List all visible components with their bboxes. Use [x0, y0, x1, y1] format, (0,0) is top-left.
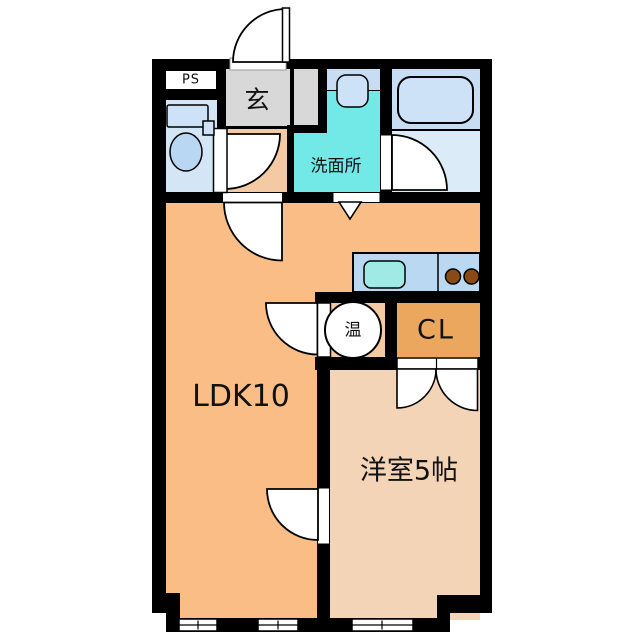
label-pipe-space: PS: [181, 72, 201, 88]
label-closet: CL: [417, 314, 455, 346]
entrance-door-leaf: [281, 7, 291, 63]
room-hall: [217, 129, 290, 192]
entrance-step-edge: [226, 126, 290, 129]
wall: [315, 357, 397, 370]
wall: [286, 59, 492, 69]
bath-floor-line: [392, 129, 480, 131]
room-entrance: [226, 69, 290, 126]
wall: [283, 192, 333, 203]
room-western: [330, 357, 480, 620]
wall: [315, 292, 492, 303]
label-entrance: 玄: [244, 85, 270, 115]
label-washroom: 洗面所: [310, 156, 362, 177]
room-bath-lower: [392, 130, 480, 192]
wall: [380, 69, 392, 203]
wall: [287, 125, 294, 192]
wall: [287, 125, 327, 133]
wall: [290, 69, 294, 127]
room-washroom-upper: [327, 91, 380, 133]
label-water-heater: 温: [344, 320, 362, 341]
washroom-threshold: [332, 192, 381, 203]
wall: [217, 69, 226, 192]
label-western-room: 洋室5帖: [359, 455, 459, 487]
entrance-door-swing-icon: [232, 8, 287, 63]
wall: [478, 357, 492, 370]
wall: [480, 59, 492, 613]
room-bath-upper: [392, 69, 480, 130]
wall: [152, 59, 230, 69]
room-ldk: [166, 203, 317, 620]
wall: [166, 618, 450, 632]
wall: [437, 595, 492, 613]
wall: [317, 303, 330, 620]
room-washroom: [294, 133, 380, 192]
washbasin-counter: [327, 69, 380, 92]
label-ldk: LDK10: [192, 379, 290, 414]
wall: [385, 303, 397, 357]
room-toilet: [166, 100, 217, 192]
wall: [437, 595, 450, 632]
wall: [166, 192, 222, 203]
wall: [318, 69, 327, 133]
entrance-cabinet: [294, 69, 318, 126]
wall: [380, 192, 492, 203]
wall: [152, 59, 166, 601]
wall: [166, 90, 218, 100]
hall-ldk-threshold: [222, 192, 283, 203]
room-closet: [397, 303, 480, 357]
wall: [166, 601, 180, 632]
